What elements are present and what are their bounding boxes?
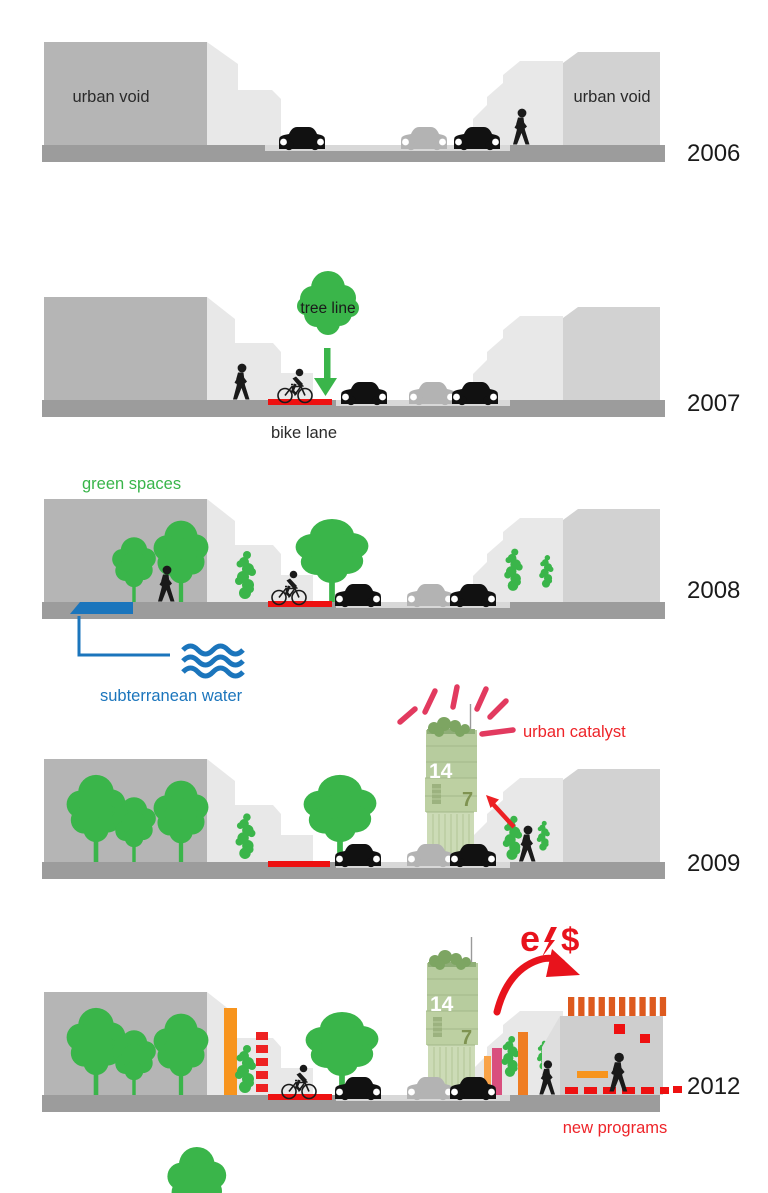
left-building [44,42,207,145]
energy-symbol: e [520,918,540,959]
tower-number-lower: 7 [462,789,473,811]
stepped-buildings-left [207,992,313,1095]
sun-rays-icon [397,684,516,737]
facade-red-square [614,1024,625,1034]
right-building [563,769,660,862]
facade-red-square [640,1034,650,1043]
gray-car-icon [409,382,455,406]
urban-void-label-left: urban void [72,88,149,106]
panel-2007: tree line bike lane 2007 [42,271,740,442]
right-building [563,307,660,400]
panel-2009: 14 7 urban catalyst 2009 [42,684,740,879]
catalyst-arrow-icon [486,795,516,829]
awning-stripes-icon [568,997,667,1016]
urban-void-label-right: urban void [573,88,650,106]
tree-icon [167,1146,227,1193]
panel-2012: 14 7 e [42,918,740,1137]
dollar-symbol: $ [561,921,579,958]
catalyst-tower-building [425,936,479,1096]
stepped-buildings-left [207,297,313,400]
bike-lane-marking [268,861,330,867]
down-arrow-icon [314,348,337,396]
year-label: 2008 [687,577,740,604]
right-building [563,509,660,602]
bike-lane-marking [268,399,332,405]
new-programs-label: new programs [563,1119,668,1137]
orange-pillar [224,1008,237,1095]
black-car-icon [335,584,381,608]
black-car-icon [341,382,387,406]
water-waves-icon [183,646,243,676]
orange-pillar [518,1032,528,1095]
water-pipe-line [77,616,170,657]
tower-number-lower: 7 [461,1027,472,1049]
year-label: 2006 [687,140,740,167]
tower-number-upper: 14 [429,760,453,783]
year-label: 2009 [687,850,740,877]
tree-line-label: tree line [300,300,355,317]
bike-lane-marking [268,1094,332,1100]
ground-red-dashes [565,1086,682,1094]
urban-catalyst-label: urban catalyst [523,723,626,741]
right-building [560,1016,663,1095]
gray-car-icon [401,127,447,151]
money-flow-arrow-icon [493,949,580,1016]
lightning-icon [542,927,557,957]
facade-orange-bar [577,1071,608,1078]
bike-lane-label: bike lane [271,424,337,442]
water-basin [70,602,133,614]
year-label: 2012 [687,1073,740,1100]
red-dashed-pillar [256,1032,268,1092]
magenta-pillar [492,1048,502,1095]
stepped-buildings-left [207,759,313,862]
stepped-buildings-left [207,42,281,145]
panel-2008: green spaces subterranean water 2008 [42,475,740,1193]
gray-car-icon [407,584,453,608]
road-surface [265,145,510,151]
panel-2006: urban void urban void 2006 [42,42,740,167]
green-spaces-label: green spaces [82,475,181,493]
black-car-icon [279,127,325,151]
left-building [44,297,207,400]
subterranean-water-label: subterranean water [100,687,243,705]
orange-pillar [484,1056,491,1095]
catalyst-tower-building [424,703,478,863]
year-label: 2007 [687,390,740,417]
tower-number-upper: 14 [430,993,454,1016]
